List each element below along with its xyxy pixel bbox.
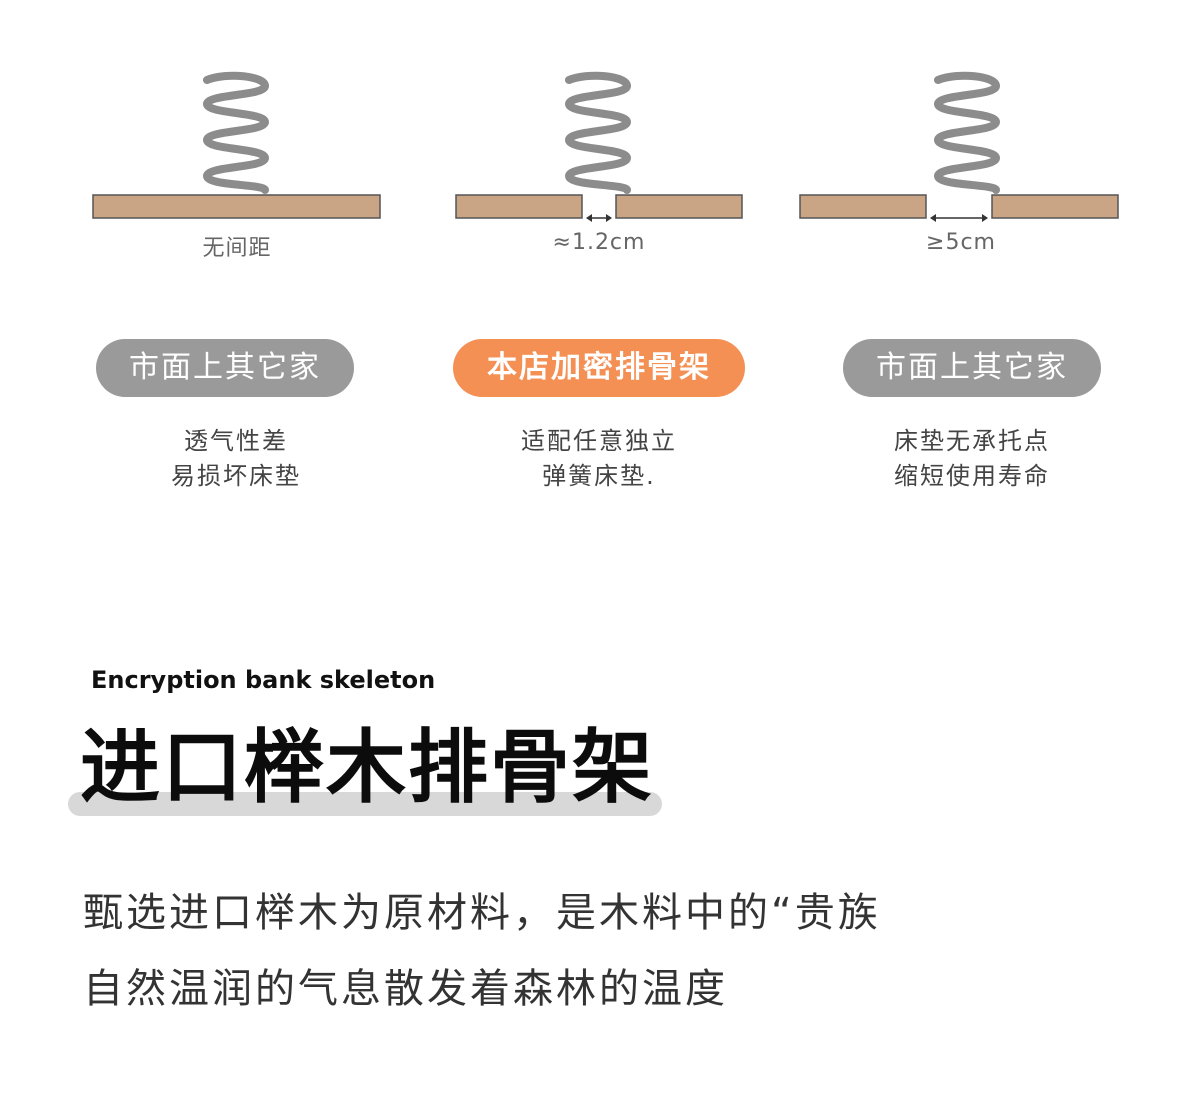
desc-line: 缩短使用寿命 (894, 462, 1050, 490)
desc-line: 弹簧床垫. (542, 462, 656, 490)
title-underline-bar (68, 792, 662, 816)
badge-our-store: 本店加密排骨架 (453, 339, 745, 397)
desc-panel-2: 适配任意独立 弹簧床垫. (469, 424, 729, 494)
panel-large-gap (799, 76, 1119, 222)
spring-icon (569, 76, 627, 190)
slat-board (455, 194, 583, 219)
gap-label-2: ≈1.2cm (552, 230, 646, 255)
slat-board (92, 194, 381, 219)
spring-icon (938, 76, 996, 190)
spring-icon (207, 76, 265, 190)
desc-line: 适配任意独立 (521, 427, 677, 455)
slat-board (991, 194, 1119, 219)
slat-board (615, 194, 743, 219)
panel-no-gap (92, 76, 381, 219)
body-line-2: 自然温润的气息散发着森林的温度 (83, 966, 728, 1012)
desc-line: 易损坏床垫 (171, 462, 301, 490)
section-title: 进口榉木排骨架 (80, 721, 654, 814)
panel-small-gap (455, 76, 743, 222)
gap-label-3: ≥5cm (926, 230, 996, 255)
body-line-1: 甄选进口榉木为原材料，是木料中的“贵族 (83, 890, 881, 936)
badge-other-brands-2: 市面上其它家 (843, 339, 1101, 397)
section-subtitle: Encryption bank skeleton (91, 666, 436, 694)
desc-line: 透气性差 (184, 427, 288, 455)
desc-line: 床垫无承托点 (894, 427, 1050, 455)
gap-label-1: 无间距 (202, 236, 272, 261)
slat-board (799, 194, 927, 219)
slat-spacing-diagram (92, 0, 1119, 222)
desc-panel-1: 透气性差 易损坏床垫 (106, 424, 366, 494)
desc-panel-3: 床垫无承托点 缩短使用寿命 (842, 424, 1102, 494)
badge-other-brands-1: 市面上其它家 (96, 339, 354, 397)
